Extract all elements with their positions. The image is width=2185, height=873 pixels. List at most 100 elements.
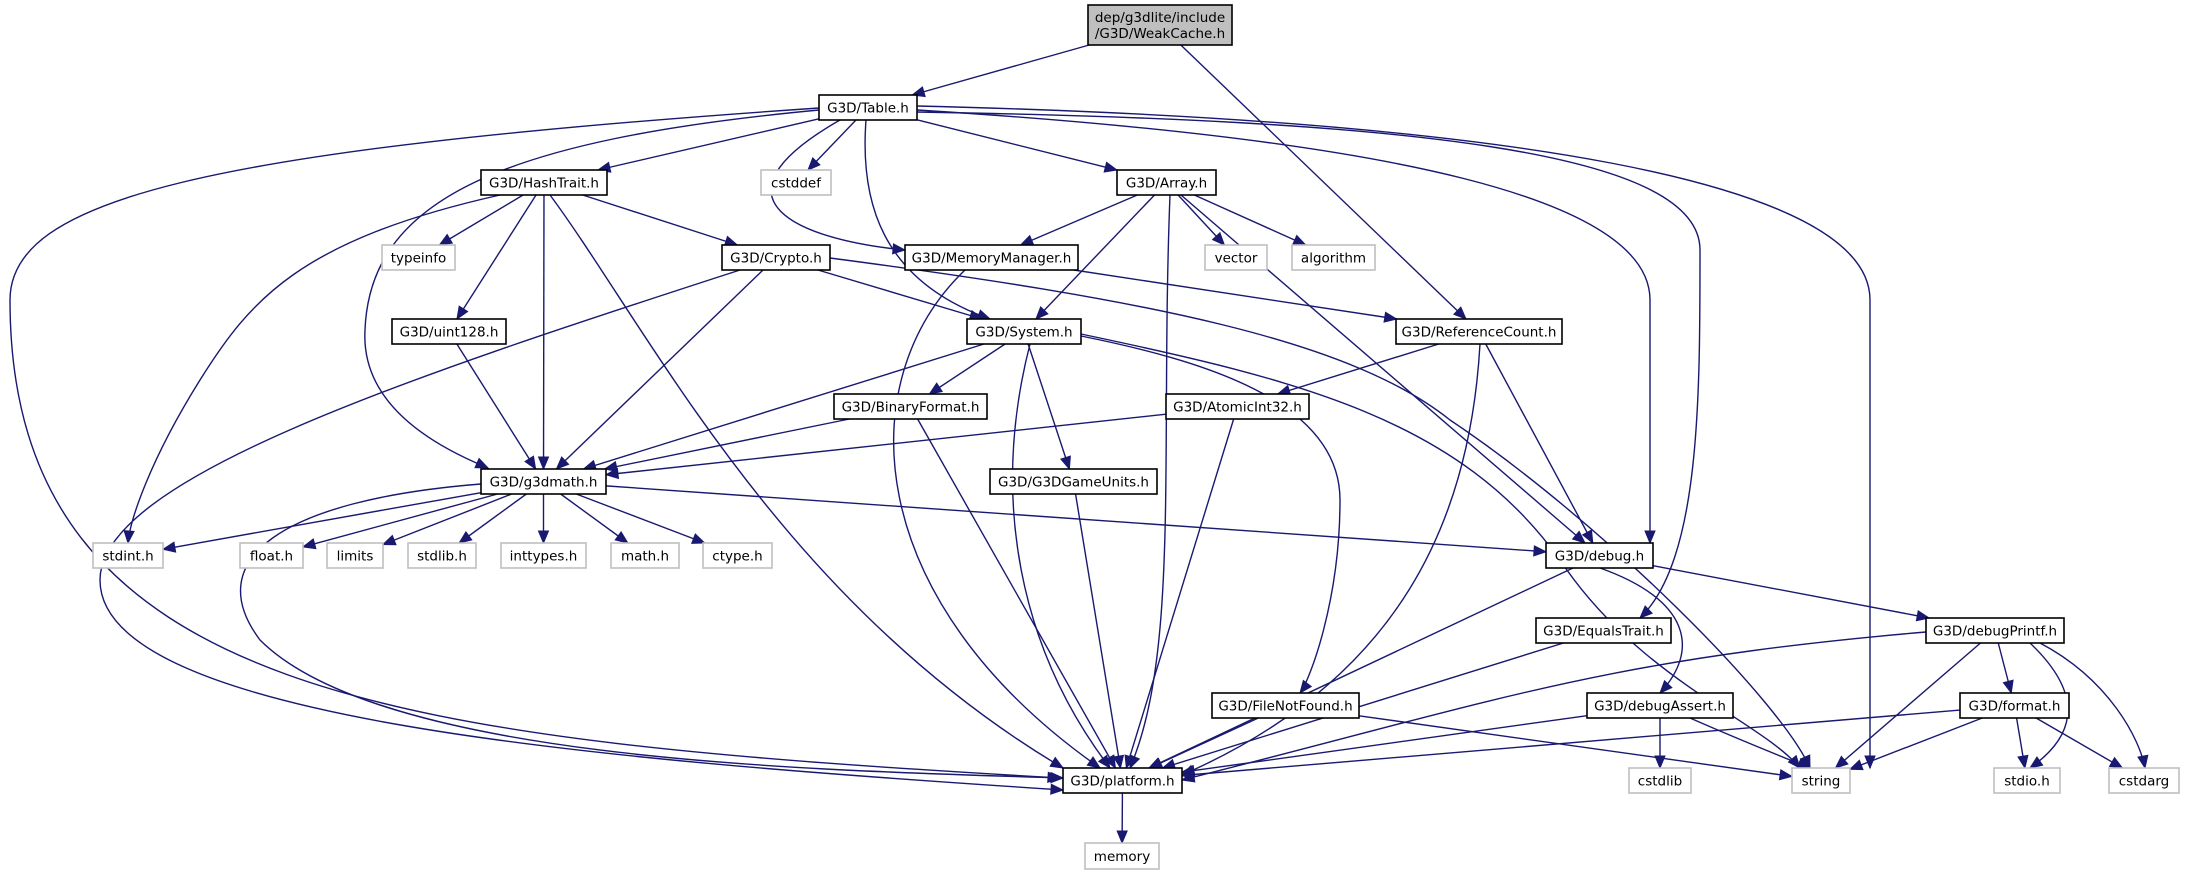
edge-root-to-table (910, 44, 1090, 98)
node-equalstrait[interactable]: G3D/EqualsTrait.h (1535, 617, 1672, 644)
node-box (1116, 169, 1217, 196)
node-box (1791, 767, 1851, 794)
edge-atomicint32-to-platform (1124, 418, 1235, 770)
node-box (1211, 692, 1360, 719)
node-label: string (1802, 774, 1841, 790)
node-label: G3D/MemoryManager.h (912, 251, 1072, 267)
edge-table-to-equalstrait (916, 111, 1701, 619)
edge-line (893, 269, 1101, 769)
edge-crypto-to-g3dmath (555, 269, 764, 470)
arrowhead-icon (438, 233, 454, 246)
node-referencecount[interactable]: G3D/ReferenceCount.h (1395, 318, 1563, 345)
edge-hashtrait-to-crypto (582, 194, 739, 247)
node-label: inttypes.h (510, 549, 578, 565)
edge-line (916, 111, 1701, 619)
node-inttypes: inttypes.h (500, 542, 587, 569)
node-platform[interactable]: G3D/platform.h (1062, 767, 1183, 794)
node-system[interactable]: G3D/System.h (966, 318, 1082, 345)
node-stdio: stdio.h (1993, 767, 2061, 794)
edge-format-to-string (1848, 717, 1983, 771)
edge-g3dmath-to-inttypes (537, 494, 550, 545)
arrowhead-icon (1848, 759, 1864, 771)
node-box (407, 542, 477, 569)
node-box (1087, 4, 1233, 46)
node-label: limits (337, 549, 374, 565)
edge-line (1485, 343, 1594, 544)
edge-line (555, 269, 764, 470)
edge-table-to-platform (9, 107, 1062, 784)
edge-hashtrait-to-typeinfo (438, 194, 524, 246)
node-g3dmath[interactable]: G3D/g3dmath.h (480, 468, 607, 495)
node-filenotfound[interactable]: G3D/FileNotFound.h (1211, 692, 1360, 719)
node-label: G3D/System.h (975, 325, 1072, 341)
node-box (480, 169, 608, 196)
arrowhead-icon (2137, 754, 2149, 770)
edge-line (1027, 343, 1071, 470)
arrowhead-icon (1112, 754, 1125, 770)
arrowhead-icon (1654, 755, 1666, 770)
node-label: cstdarg (2119, 774, 2169, 790)
edge-line (2035, 717, 2123, 769)
edge-line (1181, 631, 1927, 781)
node-box (92, 542, 164, 569)
node-box (480, 468, 607, 495)
node-atomicint32[interactable]: G3D/AtomicInt32.h (1165, 393, 1310, 420)
arrowhead-icon (1644, 530, 1656, 545)
edge-line (829, 257, 1811, 769)
node-box (391, 318, 507, 345)
node-box (818, 94, 918, 121)
node-stdint: stdint.h (92, 542, 164, 569)
node-table[interactable]: G3D/Table.h (818, 94, 918, 121)
node-box (1959, 692, 2070, 719)
node-label: stdio.h (2004, 774, 2050, 790)
edge-line (1849, 717, 1983, 770)
node-root[interactable]: dep/g3dlite/include/G3D/WeakCache.h (1087, 4, 1233, 46)
node-debugassert[interactable]: G3D/debugAssert.h (1586, 692, 1734, 719)
edge-line (1020, 194, 1138, 246)
edge-line (1358, 715, 1793, 778)
edge-line (382, 493, 512, 546)
node-hashtrait[interactable]: G3D/HashTrait.h (480, 169, 608, 196)
edge-line (929, 343, 1006, 395)
edge-line (456, 343, 537, 470)
edge-line (916, 119, 1118, 171)
node-uint128[interactable]: G3D/uint128.h (391, 318, 507, 345)
edge-line (1125, 418, 1235, 769)
arrowhead-icon (910, 86, 926, 98)
node-label: G3D/ReferenceCount.h (1402, 325, 1557, 341)
node-array[interactable]: G3D/Array.h (1116, 169, 1217, 196)
edge-line (560, 493, 629, 544)
arrowhead-icon (301, 538, 317, 550)
node-box (1062, 767, 1183, 794)
arrowhead-icon (381, 534, 397, 546)
node-g3dgameunits[interactable]: G3D/G3DGameUnits.h (989, 468, 1158, 495)
node-label: cstddef (771, 176, 822, 192)
node-binaryformat[interactable]: G3D/BinaryFormat.h (833, 393, 988, 420)
node-label: G3D/g3dmath.h (490, 475, 598, 491)
arrowhead-icon (456, 305, 469, 321)
edge-line (1835, 642, 1981, 769)
edge-g3dmath-to-stdlib (458, 493, 527, 544)
node-label: G3D/debugPrintf.h (1933, 624, 2057, 640)
edge-table-to-g3dmath (364, 109, 820, 469)
node-box (1084, 842, 1160, 870)
node-format[interactable]: G3D/format.h (1959, 692, 2070, 719)
edge-memorymanager-to-platform (893, 269, 1102, 769)
arrowhead-icon (1116, 830, 1128, 845)
edge-line (597, 118, 820, 171)
node-crypto[interactable]: G3D/Crypto.h (721, 244, 831, 271)
node-box (1535, 617, 1672, 644)
node-debug[interactable]: G3D/debug.h (1545, 542, 1654, 569)
edge-memorymanager-to-referencecount (1073, 269, 1398, 323)
edge-line (1080, 335, 1341, 694)
node-box (904, 244, 1079, 271)
edge-line (1689, 717, 1811, 769)
edge-table-to-debug (916, 109, 1656, 545)
node-debugprintf[interactable]: G3D/debugPrintf.h (1925, 617, 2065, 644)
node-box (2108, 767, 2180, 794)
node-box (989, 468, 1158, 495)
arrowhead-icon (1104, 754, 1117, 770)
node-box (381, 244, 456, 271)
arrowhead-icon (1086, 756, 1102, 769)
node-memorymanager[interactable]: G3D/MemoryManager.h (904, 244, 1079, 271)
